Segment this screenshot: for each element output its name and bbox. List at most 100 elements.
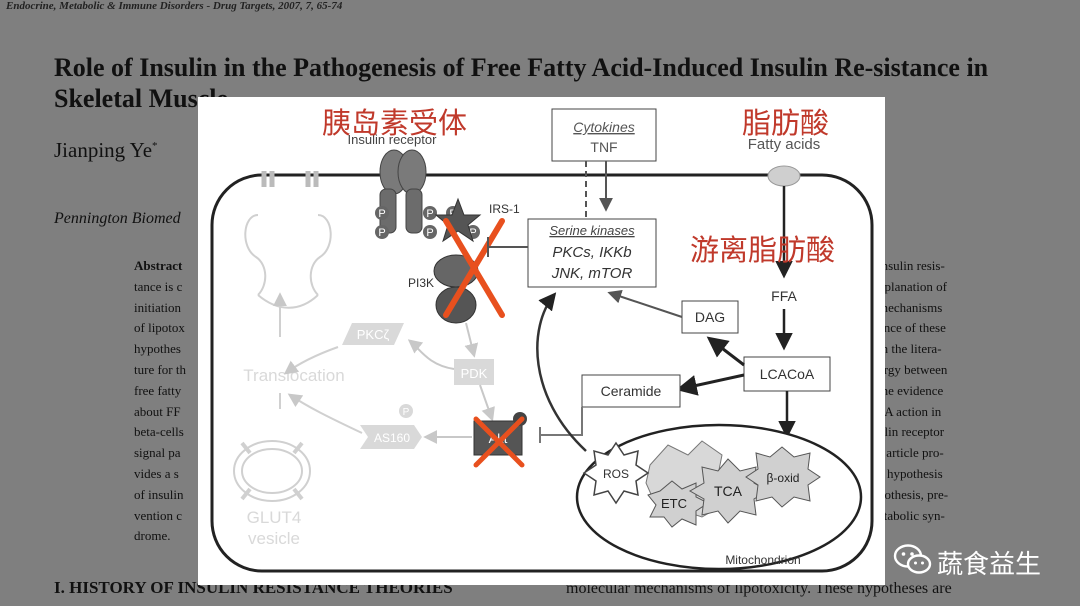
abstract-line: signal pa (134, 445, 181, 461)
author-text: Jianping Ye (54, 138, 153, 162)
pdk-akt-arrow (479, 384, 495, 422)
boxid-label: β-oxid (767, 471, 800, 485)
fatty-acids-label: Fatty acids (748, 136, 821, 153)
ros-label: ROS (603, 467, 629, 481)
lcacoa-dag-arrow (706, 336, 745, 367)
p-label: P (378, 227, 385, 239)
abstract-line: pothesis, pre- (878, 486, 949, 502)
pdk-pkc-arrow (407, 339, 455, 370)
insulin-receptor (379, 149, 427, 234)
abstract-line: mechanisms (878, 299, 943, 315)
pdk-shape (454, 359, 494, 385)
ffa-label: FFA (771, 288, 797, 304)
boxid-shape (745, 446, 821, 508)
as160-label: AS160 (374, 431, 410, 445)
abstract-line: in the litera- (878, 341, 942, 357)
abstract-line: free fatty (134, 382, 182, 398)
watermark: 蔬食益生 (893, 540, 1073, 580)
abstract-line: e hypothesis (878, 465, 943, 481)
abstract-line: Abstract (134, 258, 183, 273)
pkc-translocation-arrow (283, 346, 339, 375)
abstract-line: ulin receptor (878, 424, 945, 440)
diagram-svg: Insulin receptor P P P P P P IRS-1 PI3K … (210, 108, 874, 573)
abstract-line: beta-cells (134, 424, 184, 440)
lcacoa-box (743, 356, 831, 392)
serine-kinases-box (527, 218, 657, 288)
insulin-receptor-cn: 胰岛素受体 (322, 106, 468, 140)
abstract-line: of insulin (134, 486, 184, 502)
serine-kinases-label: Serine kinases (549, 223, 635, 238)
cell-membrane (210, 173, 874, 573)
etc-label: ETC (661, 496, 687, 511)
block-cross (443, 218, 505, 318)
abstract-line: xplanation of (878, 278, 947, 294)
as160-translocation-arrow (287, 393, 363, 434)
glut4-label: GLUT4 (247, 508, 302, 527)
author-name: Jianping Ye* (54, 138, 158, 163)
pkc-shape (342, 323, 404, 345)
abstract-line: vides a s (134, 465, 179, 481)
pathway-diagram: Insulin receptor P P P P P P IRS-1 PI3K … (198, 97, 885, 585)
dag-arrow (607, 289, 683, 318)
tca-label: TCA (714, 483, 743, 499)
mitochondrion-label: Mitochondrion (725, 553, 800, 567)
ceramide-label: Ceramide (601, 383, 662, 399)
abstract-line: FA action in (878, 403, 942, 419)
ros-burst (582, 441, 650, 505)
lcacoa-label: LCACoA (760, 366, 815, 382)
translocation-label: Translocation (243, 366, 344, 385)
watermark-text: 蔬食益生 (937, 550, 1042, 580)
ceramide-inhibit-line (540, 407, 583, 436)
irs1-star (434, 197, 482, 243)
abstract-line: vention c (134, 507, 183, 523)
glut4-vesicle (233, 440, 311, 502)
ffa-cn: 游离脂肪酸 (690, 233, 836, 267)
dag-label: DAG (695, 309, 725, 325)
abstract-line: the evidence (878, 382, 944, 398)
affiliation: Pennington Biomed (54, 210, 181, 227)
as160-p-label: P (403, 407, 410, 418)
ros-arrow (536, 292, 587, 452)
dag-box (681, 300, 739, 334)
pkc-label: PKCζ (357, 327, 390, 342)
pi3k-label: PI3K (408, 276, 434, 290)
p-label: P (426, 227, 433, 239)
author-mark: * (152, 140, 158, 152)
as160-p-circle (399, 404, 413, 418)
kinases-line2: JNK, mTOR (551, 265, 633, 282)
glut4-membrane-channel (244, 171, 332, 309)
p-label: P (426, 208, 433, 220)
paper-title: Role of Insulin in the Pathogenesis of F… (54, 53, 989, 113)
insulin-receptor-label: Insulin receptor (348, 132, 438, 147)
abstract-line: s article pro- (878, 445, 944, 461)
cytokines-label: Cytokines (573, 119, 634, 135)
abstract-line: ergy between (878, 361, 948, 377)
fa-transporter (767, 165, 801, 187)
abstract-line: tance is c (134, 278, 183, 294)
pi3k-pdk-arrow (464, 322, 479, 358)
p-label: P (378, 208, 385, 220)
abstract-line: hypothes (134, 341, 181, 357)
fatty-acids-cn: 脂肪酸 (742, 106, 830, 140)
vesicle-label: vesicle (248, 529, 300, 548)
cytokines-box (551, 108, 657, 162)
akt-block-cross (473, 416, 525, 468)
irs1-label: IRS-1 (489, 202, 520, 216)
abstract-line: about FF (134, 403, 181, 419)
journal-header: Endocrine, Metabolic & Immune Disorders … (6, 0, 343, 12)
lcacoa-ceramide-arrow (675, 373, 745, 396)
p-label: P (469, 227, 476, 239)
abstract-line: etabolic syn- (878, 507, 945, 523)
abstract-line: ance of these (878, 320, 946, 336)
abstract-line: initiation (134, 299, 181, 315)
tnf-label: TNF (590, 139, 617, 155)
pdk-label: PDK (461, 366, 488, 381)
abstract-line: drome. (134, 528, 171, 544)
ceramide-box (581, 374, 681, 408)
abstract-line: ture for th (134, 361, 186, 377)
abstract-line: of lipotox (134, 320, 185, 336)
wechat-icon (893, 544, 932, 574)
abstract-left: Abstract tance is c initiation of lipotox hy… (134, 256, 334, 547)
kinases-line1: PKCs, IKKb (552, 244, 631, 261)
